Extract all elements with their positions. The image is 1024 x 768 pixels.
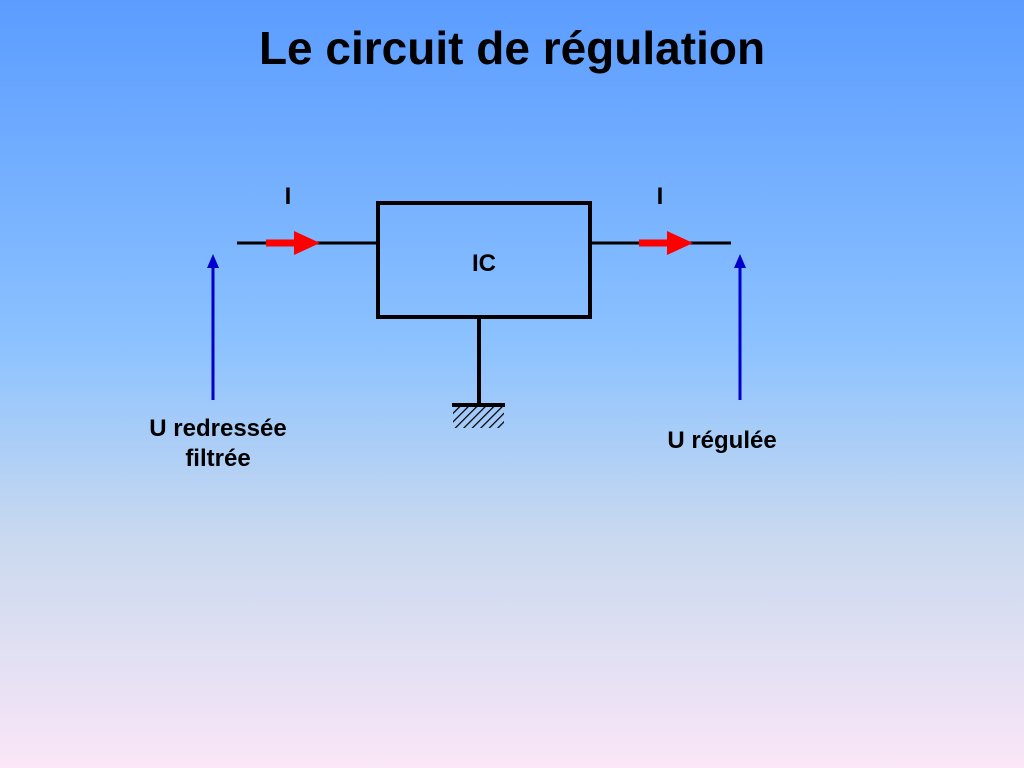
- input-voltage-arrow-icon: [207, 254, 219, 400]
- current-in-arrow-icon: [266, 231, 320, 255]
- current-in-label: I: [284, 183, 292, 210]
- input-voltage-label: U redressée filtrée: [149, 415, 287, 472]
- output-voltage-label: U régulée: [667, 427, 777, 454]
- current-out-label: I: [656, 183, 664, 210]
- output-voltage-arrow-icon: [734, 254, 746, 400]
- current-out-arrow-icon: [639, 231, 693, 255]
- ic-box: [376, 201, 592, 319]
- slide-title: Le circuit de régulation: [258, 22, 766, 74]
- ic-label: IC: [472, 250, 496, 277]
- ground-symbol-icon: [452, 403, 505, 428]
